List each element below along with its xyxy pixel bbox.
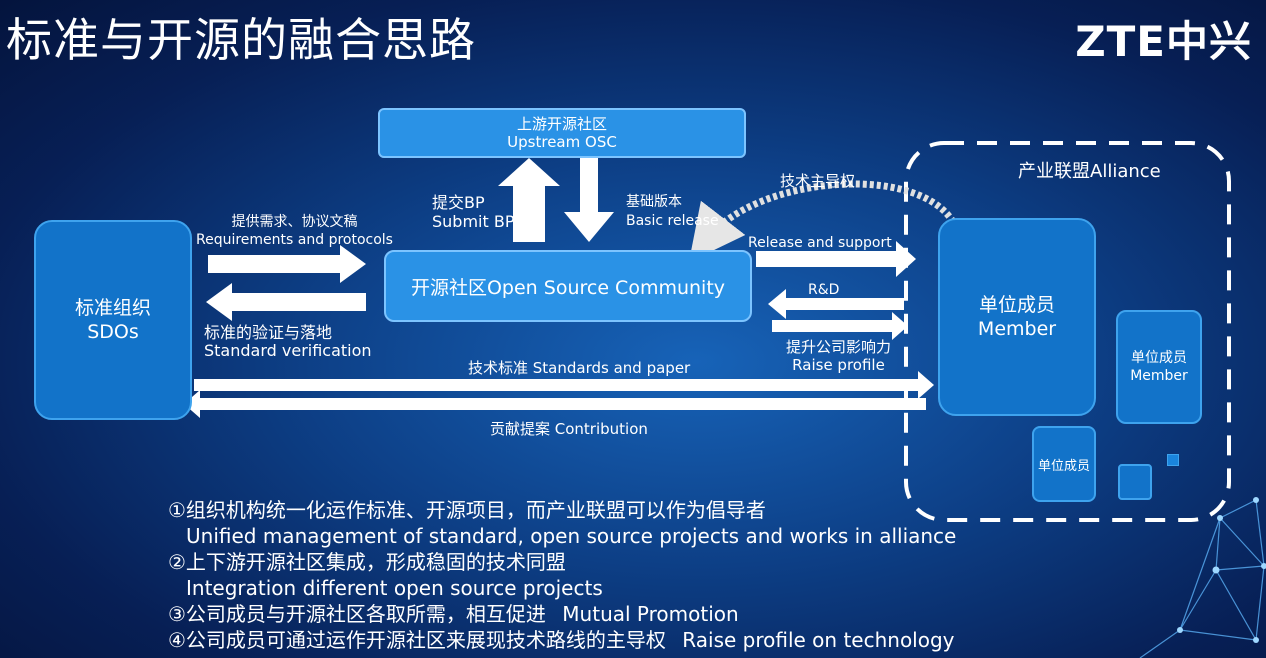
- raise-profile-label: 提升公司影响力 Raise profile: [786, 338, 891, 374]
- standards-paper-label: 技术标准 Standards and paper: [468, 359, 691, 377]
- member-square-decoration: [1118, 464, 1152, 500]
- member-main-box: 单位成员 Member: [938, 218, 1096, 416]
- page-title: 标准与开源的融合思路: [6, 13, 476, 67]
- basic-release-en: Basic release: [626, 213, 719, 229]
- raise-profile-cn: 提升公司影响力: [786, 338, 892, 356]
- open-source-community-box: 开源社区Open Source Community: [384, 250, 752, 322]
- sdos-en: SDOs: [87, 321, 139, 343]
- basic-release-cn: 基础版本: [626, 194, 682, 210]
- sdos-box: 标准组织 SDOs: [34, 220, 192, 420]
- network-mesh-decoration: [1139, 497, 1266, 658]
- note-1-cn: ①组织机构统一化运作标准、开源项目，而产业联盟可以作为倡导者: [168, 498, 766, 522]
- note-2-cn: ②上下游开源社区集成，形成稳固的技术同盟: [168, 550, 566, 574]
- member-small-cn: 单位成员: [1131, 350, 1187, 366]
- submit-bp-label: 提交BP Submit BP: [432, 193, 514, 231]
- verification-en: Standard verification: [204, 341, 372, 360]
- verification-label: 标准的验证与落地 Standard verification: [204, 324, 372, 360]
- member-tiny-box: 单位成员: [1032, 426, 1096, 502]
- basic-release-label: 基础版本 Basic release: [626, 193, 719, 231]
- raise-profile-arrow: [772, 312, 908, 340]
- upstream-osc-cn: 上游开源社区: [516, 115, 607, 133]
- note-3-cn: ③公司成员与开源社区各取所需，相互促进: [168, 602, 546, 626]
- submit-bp-cn: 提交BP: [432, 193, 485, 212]
- requirements-label: 提供需求、协议文稿 Requirements and protocols: [196, 213, 393, 249]
- sdos-cn: 标准组织: [74, 297, 151, 319]
- requirements-cn: 提供需求、协议文稿: [231, 214, 358, 230]
- member-tiny-cn: 单位成员: [1037, 458, 1090, 474]
- requirements-en: Requirements and protocols: [196, 232, 393, 248]
- note-2-en: Integration different open source projec…: [186, 576, 603, 600]
- note-3-en: Mutual Promotion: [562, 602, 739, 626]
- contribution-label: 贡献提案 Contribution: [490, 420, 648, 438]
- member-small-en: Member: [1130, 368, 1188, 384]
- member-dot-decoration: [1167, 454, 1179, 466]
- note-3: ③公司成员与开源社区各取所需，相互促进 Mutual Promotion: [168, 602, 739, 626]
- leadership-arrow: [688, 180, 964, 263]
- note-4-cn: ④公司成员可通过运作开源社区来展现技术路线的主导权: [168, 628, 666, 652]
- submit-bp-en: Submit BP: [432, 212, 515, 231]
- contribution-arrow: [184, 390, 926, 418]
- raise-profile-en: Raise profile: [792, 356, 885, 374]
- upstream-osc-en: Upstream OSC: [507, 133, 617, 151]
- note-1-en: Unified management of standard, open sou…: [186, 524, 957, 548]
- standards-arrow: [194, 371, 934, 399]
- zte-logo: ZTE中兴: [1075, 17, 1252, 66]
- alliance-label: 产业联盟Alliance: [1018, 161, 1161, 182]
- release-support-label: Release and support: [748, 235, 892, 251]
- member-small-box: 单位成员 Member: [1116, 310, 1202, 424]
- requirements-arrow: [208, 245, 366, 283]
- rnd-arrow: [768, 289, 904, 319]
- verification-cn: 标准的验证与落地: [204, 323, 333, 342]
- note-4-en: Raise profile on technology: [682, 628, 955, 652]
- verification-arrow: [206, 283, 366, 321]
- member-main-en: Member: [977, 318, 1057, 340]
- upstream-osc-box: 上游开源社区 Upstream OSC: [378, 108, 746, 158]
- basic-release-arrow: [564, 158, 614, 242]
- release-support-arrow: [756, 241, 916, 277]
- community-label: 开源社区Open Source Community: [410, 276, 726, 299]
- leadership-label: 技术主导权: [780, 172, 856, 190]
- note-4: ④公司成员可通过运作开源社区来展现技术路线的主导权 Raise profile …: [168, 628, 955, 652]
- submit-bp-arrow: [498, 158, 560, 242]
- member-main-cn: 单位成员: [978, 294, 1055, 316]
- rnd-label: R&D: [808, 282, 840, 298]
